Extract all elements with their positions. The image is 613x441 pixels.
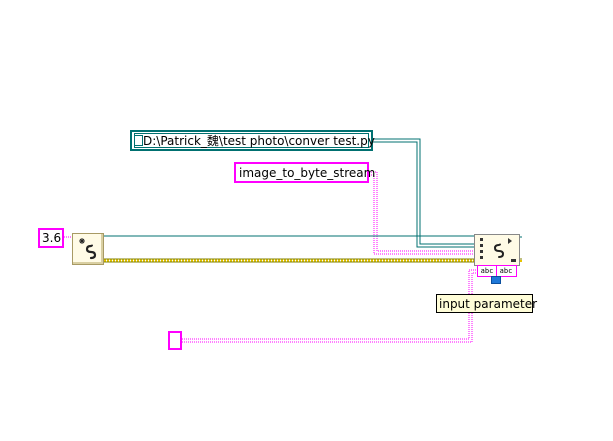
python-snake-icon xyxy=(79,238,97,260)
path-wire[interactable] xyxy=(373,138,476,248)
python-call-function-node[interactable]: abc abc xyxy=(474,234,520,284)
input-terminal[interactable]: abc xyxy=(478,266,497,276)
python-snake-icon xyxy=(480,238,516,262)
function-name-wire[interactable] xyxy=(369,171,476,255)
error-wire[interactable] xyxy=(104,258,476,263)
document-icon xyxy=(134,135,143,146)
function-name-constant[interactable]: image_to_byte_stream xyxy=(234,162,375,183)
resize-handle[interactable] xyxy=(491,276,501,284)
open-python-session-node[interactable] xyxy=(72,233,104,265)
input-parameter-constant[interactable] xyxy=(168,331,182,350)
input-parameter-label-text: input parameter xyxy=(439,297,538,311)
python-version-constant[interactable]: 3.6 xyxy=(38,228,64,248)
python-node-body[interactable] xyxy=(474,234,520,266)
input-parameter-wire[interactable] xyxy=(182,269,478,343)
script-path-value: D:\Patrick_魏\test photo\conver test.py xyxy=(143,134,375,148)
return-type-terminal[interactable]: abc xyxy=(499,267,513,275)
python-version-value: 3.6 xyxy=(42,231,62,245)
input-parameter-label: input parameter xyxy=(436,294,537,313)
script-path-constant[interactable]: D:\Patrick_魏\test photo\conver test.py xyxy=(130,130,375,151)
function-name-value: image_to_byte_stream xyxy=(239,166,376,180)
